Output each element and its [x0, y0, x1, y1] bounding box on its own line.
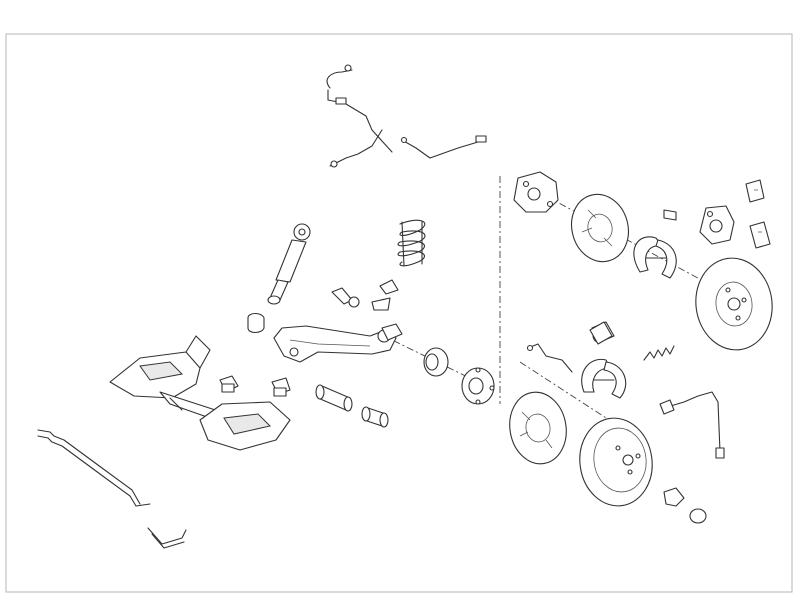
arm-bush-mount [381, 323, 403, 341]
return-spring [643, 345, 675, 361]
steering-knuckle [513, 171, 559, 213]
bushing-cylinder [589, 321, 613, 345]
coil-spring [397, 219, 426, 267]
brake-backing-plate-lower [509, 391, 567, 465]
bleed-screw [663, 209, 677, 221]
silent-block-short [361, 406, 389, 428]
brake-caliper [699, 205, 735, 245]
rear-subframe [109, 335, 291, 451]
diagram-frame [5, 33, 793, 593]
hub-cap [689, 508, 707, 524]
brake-line [526, 343, 573, 373]
handbrake-cable-lower [400, 135, 487, 159]
brake-shoes-lower [581, 358, 627, 399]
brake-pads [745, 179, 771, 249]
brake-disc [695, 257, 773, 351]
shock-absorber [267, 223, 311, 305]
spring-seat [371, 279, 399, 311]
abs-sensor [659, 391, 725, 459]
wheel-bearing [423, 347, 449, 377]
hub-nut [663, 487, 685, 507]
trailing-arm [273, 325, 397, 363]
brake-drum [579, 417, 653, 507]
bush-small [247, 312, 265, 334]
brake-shoes-upper [633, 236, 677, 279]
stabilizer-link [147, 527, 187, 549]
brake-backing-plate-upper [571, 193, 629, 263]
subframe-mount-left [219, 375, 239, 393]
bolt-bush-left [331, 287, 360, 308]
silent-block-long [315, 384, 353, 412]
handbrake-cable-upper [326, 64, 393, 168]
stabilizer-bar [37, 429, 151, 507]
wheel-hub [461, 367, 495, 405]
subframe-mount-right [271, 377, 291, 397]
